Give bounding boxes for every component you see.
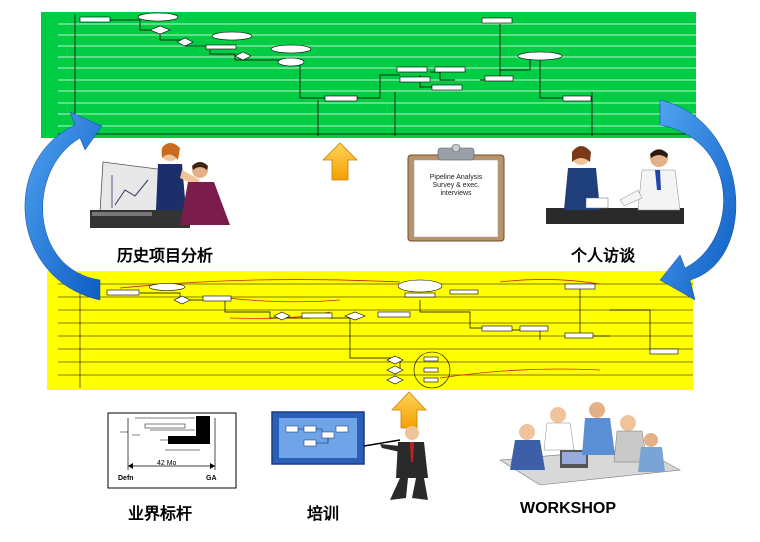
benchmark-timeline-clipart [107,412,237,489]
bottom-gantt-panel [47,271,693,390]
history-analysis-clipart [90,143,230,228]
clipboard-clipart [407,143,505,242]
interview-label: 个人访谈 [571,246,636,265]
training-label: 培训 [307,504,340,523]
timeline-duration-label: 42 Mo [157,460,177,467]
workshop-clipart [499,402,681,486]
workshop-label: WORKSHOP [520,500,616,517]
top-gantt-panel [41,12,696,138]
bottom-gantt-shapes [106,279,679,389]
top-gantt-rows [58,23,696,127]
timeline-end-label: GA [206,475,217,482]
benchmark-label: 业界标杆 [128,504,193,523]
top-gantt-grid [58,14,696,136]
up-arrow-bottom [391,391,427,429]
training-clipart [271,411,428,500]
up-arrow-top [322,142,358,181]
timeline-start-label: Defn [118,475,134,482]
top-panel-background [41,12,696,138]
top-gantt-shapes [79,12,592,102]
right-cycle-arrow [659,99,737,301]
bottom-panel-background [47,271,693,390]
left-cycle-arrow [24,111,103,301]
history-analysis-label: 历史项目分析 [117,246,214,265]
interview-clipart [546,146,684,224]
clipboard-text: Pipeline Analysis Survey & exec. intervi… [429,174,483,197]
